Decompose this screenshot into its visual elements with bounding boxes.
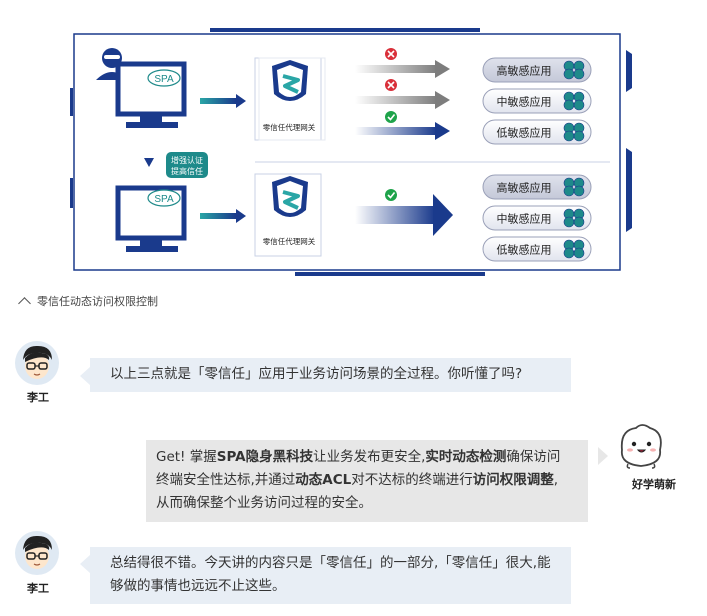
app-label-low-top: 低敏感应用: [497, 126, 552, 140]
bubble-tail-1: [80, 367, 90, 385]
avatar-mengxin: [620, 424, 662, 469]
allow-icon-low: [385, 111, 397, 123]
deny-icon-mid: [385, 79, 397, 91]
app-pill-low-top: 低敏感应用: [482, 119, 592, 145]
chat-text-2-segment: Get! 掌握: [156, 449, 217, 465]
chat-bubble-1: 以上三点就是「零信任」应用于业务访问场景的全过程。你听懂了吗?: [90, 358, 571, 392]
app-pill-mid-bottom: 中敏感应用: [482, 205, 592, 231]
auth-badge-line-2: 提高信任: [171, 166, 203, 176]
spa-label-bottom: SPA: [154, 194, 174, 205]
chat-text-2-bold-segment: 访问权限调整: [472, 472, 554, 488]
allow-arrow-low: [355, 122, 450, 140]
chat-text-2-segment: 确保访问终端安全性达标,并通过: [156, 449, 561, 488]
right-side-deco: [626, 50, 632, 232]
gateway-panel-bottom: 零信任代理网关: [254, 173, 322, 257]
chat-text-1: 以上三点就是「零信任」应用于业务访问场景的全过程。你听懂了吗?: [110, 366, 523, 382]
spa-label-top: SPA: [154, 74, 174, 85]
chat-text-2-bold-segment: 实时动态检测: [425, 449, 507, 465]
client-to-gateway-arrow-bottom: [200, 209, 246, 223]
app-pill-high-bottom: 高敏感应用: [482, 174, 592, 200]
deny-arrow-high: [355, 60, 450, 78]
bottom-deco-bar: [295, 272, 485, 276]
allow-arrow-bottom: [355, 194, 453, 236]
speaker-name-3: 李工: [27, 582, 49, 595]
chat-text-2-segment: 让业务发布更安全,: [313, 449, 426, 465]
chat-bubble-2: Get! 掌握SPA隐身黑科技让业务发布更安全,实时动态检测确保访问终端安全性达…: [146, 440, 588, 522]
app-pill-high-top: 高敏感应用: [482, 57, 592, 83]
app-pill-mid-top: 中敏感应用: [482, 88, 592, 114]
app-label-low-bottom: 低敏感应用: [497, 243, 552, 257]
client-to-gateway-arrow-top: [200, 94, 246, 108]
chat-text-2-bold-segment: 动态ACL: [295, 472, 352, 488]
chat-text-2-bold-segment: SPA隐身黑科技: [216, 449, 314, 465]
chat-text-3: 总结得很不错。今天讲的内容只是「零信任」的一部分,「零信任」很大,能够做的事情也…: [110, 555, 551, 594]
gateway-label-bottom: 零信任代理网关: [263, 236, 316, 246]
gateway-label-top: 零信任代理网关: [263, 122, 316, 132]
speaker-name-2: 好学萌新: [632, 478, 676, 491]
avatar-li-gong-1: [15, 341, 59, 385]
down-triangle-icon: [144, 158, 154, 167]
auth-badge: 增强认证 提高信任: [166, 152, 208, 178]
avatar-li-gong-2: [15, 531, 59, 575]
gateway-panel-top: 零信任代理网关: [254, 57, 326, 141]
app-label-high-bottom: 高敏感应用: [497, 181, 552, 195]
shield-icon-bottom: [272, 176, 308, 217]
figure-caption-text: 零信任动态访问权限控制: [37, 295, 158, 308]
bubble-tail-3: [80, 555, 90, 573]
top-deco-bar: [210, 28, 480, 32]
bubble-tail-2: [598, 447, 608, 465]
monitor-icon-top: SPA: [115, 61, 187, 128]
allow-icon-bottom: [385, 189, 397, 201]
app-cluster-icons-top: [563, 60, 585, 142]
chat-text-2: Get! 掌握SPA隐身黑科技让业务发布更安全,实时动态检测确保访问终端安全性达…: [156, 449, 560, 511]
deny-arrow-mid: [355, 91, 450, 109]
auth-badge-line-1: 增强认证: [171, 155, 203, 165]
left-side-deco: [70, 88, 73, 208]
caret-up-icon: [18, 297, 31, 310]
chat-bubble-3: 总结得很不错。今天讲的内容只是「零信任」的一部分,「零信任」很大,能够做的事情也…: [90, 547, 571, 604]
chat-text-2-segment: 对不达标的终端进行: [351, 472, 473, 488]
chat-text-2-segment: ,从而确保整个业务访问过程的安全。: [156, 472, 559, 511]
speaker-name-1: 李工: [27, 391, 49, 404]
app-pill-low-bottom: 低敏感应用: [482, 236, 592, 262]
app-label-mid-bottom: 中敏感应用: [497, 212, 552, 226]
app-cluster-icons-bottom: [563, 177, 585, 259]
app-label-mid-top: 中敏感应用: [497, 95, 552, 109]
deny-icon-high: [385, 48, 397, 60]
monitor-icon-bottom: SPA: [115, 185, 187, 252]
zero-trust-diagram: SPA 零信任代理网关: [70, 28, 632, 276]
figure-caption: 零信任动态访问权限控制: [18, 293, 158, 310]
app-label-high-top: 高敏感应用: [497, 64, 552, 78]
shield-icon-top: [272, 60, 308, 101]
